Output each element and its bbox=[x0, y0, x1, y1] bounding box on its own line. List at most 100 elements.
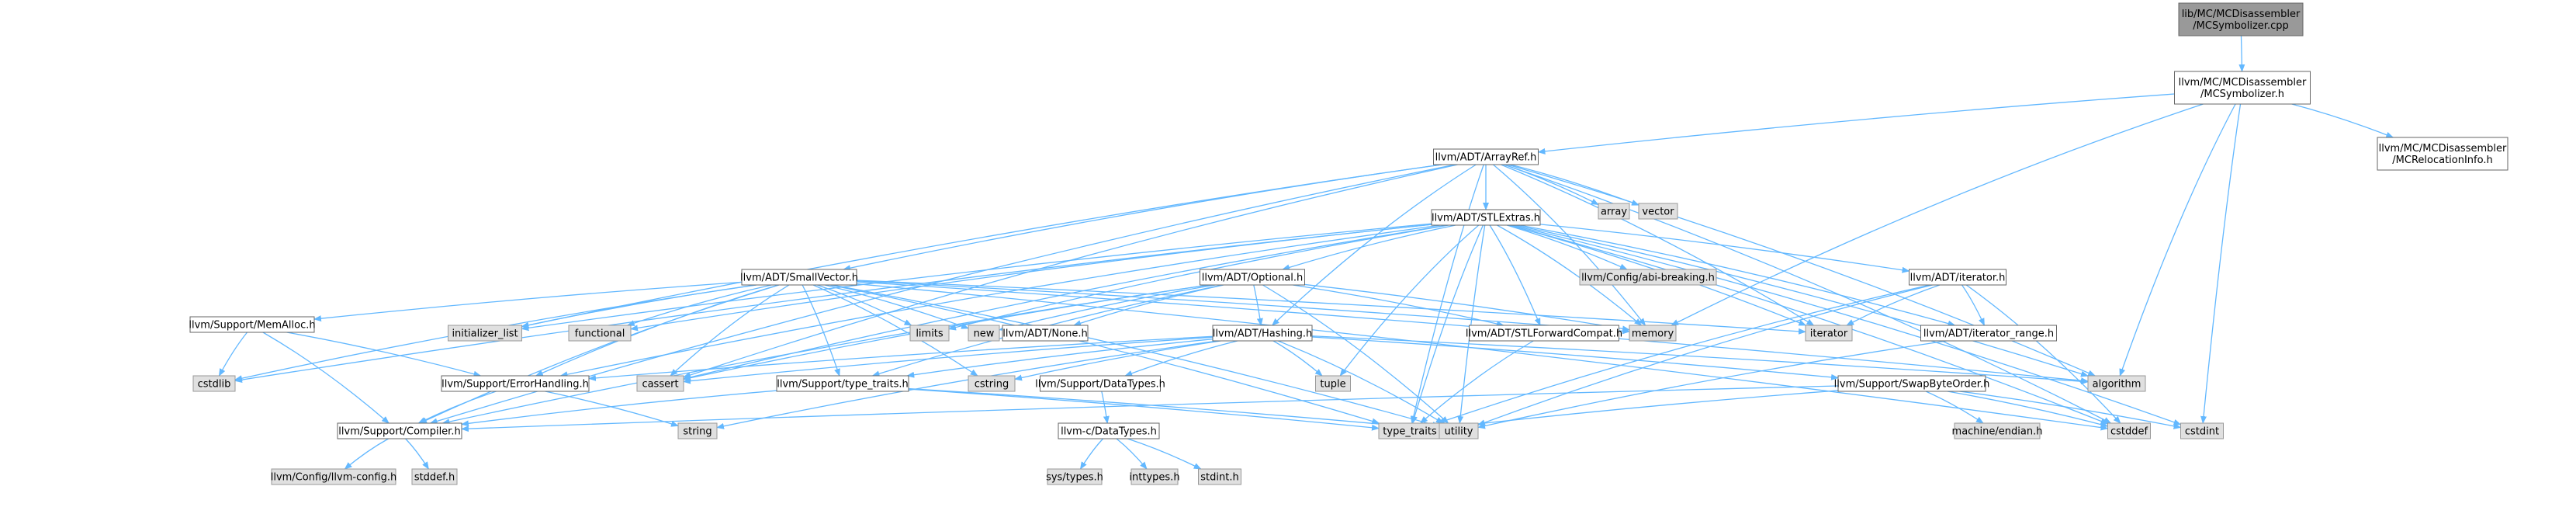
node-compiler[interactable]: llvm/Support/Compiler.h bbox=[337, 422, 462, 439]
node-box-inttypes bbox=[1130, 468, 1179, 485]
node-box-memalloc bbox=[189, 316, 315, 333]
node-box-compiler bbox=[337, 422, 462, 439]
edge-hashing-to-cassert bbox=[683, 336, 1214, 384]
node-noneh[interactable]: llvm/ADT/None.h bbox=[1002, 325, 1089, 342]
node-mcsymcpp[interactable]: lib/MC/MCDisassembler/MCSymbolizer.cpp bbox=[2178, 2, 2304, 36]
node-datatypesh[interactable]: llvm/Support/DataTypes.h bbox=[1035, 375, 1165, 392]
edge-smallvector-to-typetraits bbox=[829, 284, 1380, 425]
node-label-llvmconfig-0: llvm/Config/llvm-config.h bbox=[271, 472, 396, 484]
edge-stlextras-to-memory bbox=[1497, 224, 1643, 326]
edge-swapbyte-to-cstddef bbox=[1947, 391, 2109, 428]
node-tuple: tuple bbox=[1315, 375, 1351, 392]
edge-stlextras-to-errhandling bbox=[559, 224, 1441, 378]
node-label-vector-0: vector bbox=[1642, 207, 1674, 218]
node-cstdlib: cstdlib bbox=[192, 375, 236, 392]
node-label-functional-0: functional bbox=[575, 328, 625, 340]
edge-arrayref-to-array bbox=[1504, 164, 1599, 206]
edge-mcsymh-to-memory bbox=[1671, 103, 2204, 326]
node-label-tuple-0: tuple bbox=[1320, 379, 1345, 391]
node-label-algorithm-0: algorithm bbox=[2093, 379, 2141, 391]
node-label-initlist-0: initializer_list bbox=[452, 328, 518, 340]
node-box-memory bbox=[1629, 325, 1677, 342]
node-mcrelinfo[interactable]: llvm/MC/MCDisassembler/MCRelocationInfo.… bbox=[2377, 137, 2508, 171]
node-stlfwd[interactable]: llvm/ADT/STLForwardCompat.h bbox=[1466, 325, 1622, 342]
node-optional[interactable]: llvm/ADT/Optional.h bbox=[1200, 269, 1305, 286]
node-box-swapbyte bbox=[1837, 375, 1986, 392]
node-box-stdint bbox=[1198, 468, 1241, 485]
node-swapbyte[interactable]: llvm/Support/SwapByteOrder.h bbox=[1834, 375, 1990, 392]
node-box-iteratorh bbox=[1909, 269, 2006, 286]
edge-smallvector-to-cstddef bbox=[856, 283, 2109, 431]
node-label-systypes-0: sys/types.h bbox=[1046, 472, 1103, 484]
edge-arrayref-to-initlist bbox=[521, 164, 1442, 328]
node-label-new-0: new bbox=[974, 328, 995, 340]
edge-mcsymh-to-mcrelinfo bbox=[2291, 103, 2394, 138]
edge-smallvector-to-compiler bbox=[419, 284, 780, 424]
node-arrayref[interactable]: llvm/ADT/ArrayRef.h bbox=[1433, 148, 1539, 165]
edge-iteratorh-to-cstddef bbox=[1965, 284, 2121, 424]
edge-smallvector-to-memalloc bbox=[313, 281, 743, 322]
node-box-utility bbox=[1439, 422, 1479, 439]
node-typetraits: type_traits bbox=[1378, 422, 1442, 439]
node-functional: functional bbox=[568, 325, 632, 342]
node-box-arrayref bbox=[1433, 148, 1539, 165]
node-label-inttypes-0: inttypes.h bbox=[1129, 472, 1179, 484]
node-label-utility-0: utility bbox=[1445, 426, 1473, 438]
edge-stlextras-to-optional bbox=[1282, 224, 1456, 271]
node-box-cstdint bbox=[2180, 422, 2224, 439]
node-box-mcrelinfo bbox=[2377, 137, 2508, 171]
node-errhandling[interactable]: llvm/Support/ErrorHandling.h bbox=[441, 375, 590, 392]
node-stlextras[interactable]: llvm/ADT/STLExtras.h bbox=[1431, 209, 1541, 226]
edge-optional-to-stlfwd bbox=[1293, 284, 1504, 327]
edge-arrayref-to-smallvector bbox=[843, 164, 1442, 272]
node-label-memalloc-0: llvm/Support/MemAlloc.h bbox=[189, 320, 315, 332]
edge-compiler-to-llvmconfig bbox=[344, 438, 389, 470]
node-stdint: stdint.h bbox=[1198, 468, 1241, 485]
node-box-array bbox=[1598, 203, 1630, 220]
edge-swapbyte-to-machineendian bbox=[1925, 391, 1984, 424]
edge-optional-to-memory bbox=[1304, 283, 1630, 332]
edge-typetraitsh-to-typetraits bbox=[908, 388, 1380, 431]
edge-hashing-to-algorithm bbox=[1311, 335, 2089, 385]
edge-iteratorh-to-iterator bbox=[1846, 284, 1941, 326]
edge-stlextras-to-iterrange bbox=[1519, 224, 1956, 327]
node-iteratorh[interactable]: llvm/ADT/iterator.h bbox=[1909, 269, 2006, 286]
node-mcsymh[interactable]: llvm/MC/MCDisassembler/MCSymbolizer.h bbox=[2174, 71, 2311, 105]
node-hashing[interactable]: llvm/ADT/Hashing.h bbox=[1212, 325, 1313, 342]
edge-hashing-to-tuple bbox=[1272, 340, 1323, 377]
edge-stlextras-to-limits bbox=[948, 224, 1449, 331]
node-memalloc[interactable]: llvm/Support/MemAlloc.h bbox=[189, 316, 316, 333]
node-box-noneh bbox=[1002, 325, 1089, 342]
node-memory: memory bbox=[1629, 325, 1677, 342]
node-utility: utility bbox=[1439, 422, 1479, 439]
node-box-optional bbox=[1200, 269, 1305, 286]
edge-arrayref-to-typetraits bbox=[1410, 164, 1484, 424]
node-cstdint: cstdint bbox=[2180, 422, 2224, 439]
edge-mcsymh-to-algorithm bbox=[2119, 103, 2236, 377]
edge-stlextras-to-cstdint bbox=[1511, 224, 2182, 425]
node-limits: limits bbox=[909, 325, 950, 342]
edge-stlextras-to-algorithm bbox=[1515, 224, 2089, 377]
node-new: new bbox=[968, 325, 1000, 342]
node-cdatatypes[interactable]: llvm-c/DataTypes.h bbox=[1058, 422, 1160, 439]
node-box-datatypesh bbox=[1040, 375, 1161, 392]
node-box-mcsymh bbox=[2174, 71, 2311, 105]
node-box-typetraitsh bbox=[776, 375, 909, 392]
node-box-systypes bbox=[1047, 468, 1103, 485]
node-label-noneh-0: llvm/ADT/None.h bbox=[1002, 328, 1087, 340]
edge-iteratorh-to-typetraits bbox=[1436, 284, 1930, 424]
edge-stlextras-to-utility bbox=[1457, 224, 1486, 424]
edge-compiler-to-stddef bbox=[405, 438, 429, 470]
edge-swapbyte-to-typetraits bbox=[1440, 390, 1839, 431]
edge-smallvector-to-utility bbox=[832, 284, 1440, 428]
node-box-tuple bbox=[1315, 375, 1351, 392]
node-typetraitsh[interactable]: llvm/Support/type_traits.h bbox=[776, 375, 909, 392]
node-label-machineendian-0: machine/endian.h bbox=[1952, 426, 2043, 438]
edge-mcsymcpp-to-mcsymh bbox=[2238, 35, 2245, 72]
node-smallvector[interactable]: llvm/ADT/SmallVector.h bbox=[740, 269, 858, 286]
node-box-hashing bbox=[1212, 325, 1313, 342]
node-iterrange[interactable]: llvm/ADT/iterator_range.h bbox=[1920, 325, 2057, 342]
node-label-stdint-0: stdint.h bbox=[1200, 472, 1238, 484]
node-cstddef: cstddef bbox=[2107, 422, 2151, 439]
node-label-mcsymh-1: /MCSymbolizer.h bbox=[2200, 89, 2284, 100]
